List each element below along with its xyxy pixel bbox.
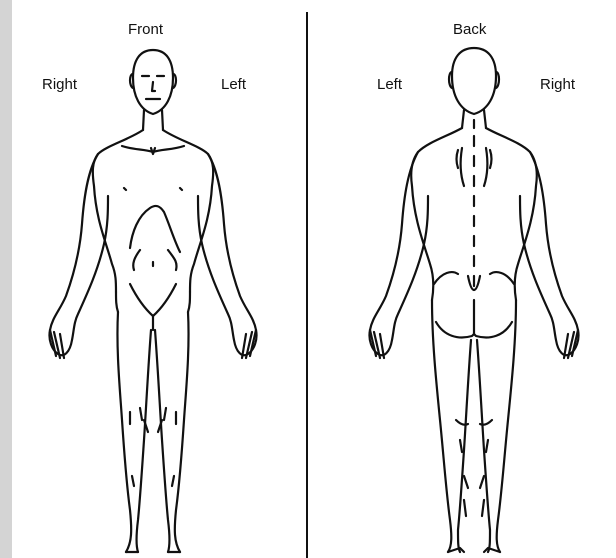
back-body-figure [12,0,616,558]
body-chart-page: Front Right Left Back Left Right [12,0,616,558]
back-torso [411,128,462,300]
back-right-arm [520,152,579,355]
back-left-arm [369,152,428,355]
back-right-leg [497,300,516,552]
back-left-leg [432,300,451,552]
back-head [452,48,496,114]
